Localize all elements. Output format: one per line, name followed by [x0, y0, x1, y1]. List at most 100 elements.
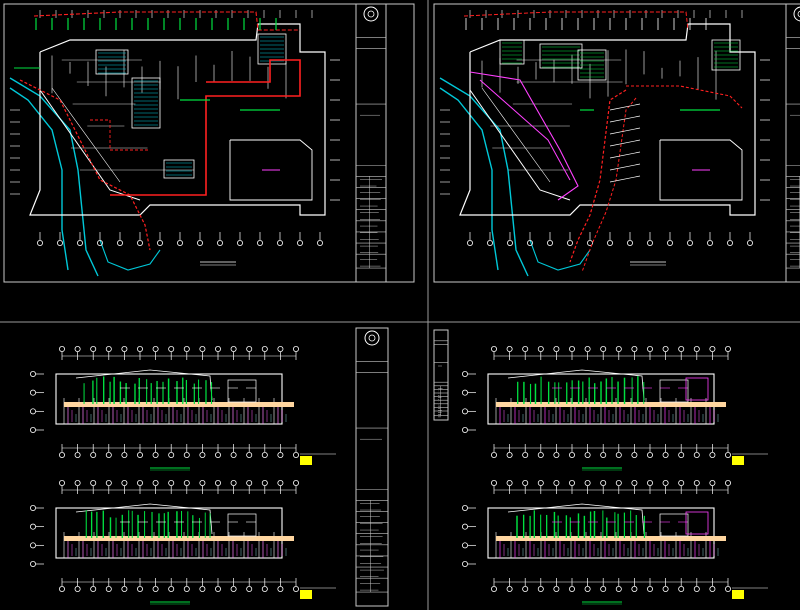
axis-bubble-icon — [631, 479, 638, 486]
axis-bubble-icon — [183, 479, 190, 486]
axis-bubble-icon — [615, 479, 622, 486]
axis-bubble-icon — [686, 239, 693, 246]
axis-bubble-icon — [152, 586, 159, 593]
axis-bubble-icon — [467, 239, 474, 246]
corridor — [496, 536, 726, 541]
axis-bubble-icon — [724, 451, 731, 458]
axis-bubble-icon — [584, 345, 591, 352]
axis-bubble-icon — [693, 451, 700, 458]
axis-bubble-icon — [296, 239, 303, 246]
room-block — [257, 33, 287, 65]
axis-bubble-icon — [461, 408, 468, 415]
axis-bubble-icon — [246, 345, 253, 352]
axis-bubble-icon — [276, 239, 283, 246]
title-block-logo-icon — [363, 6, 379, 22]
axis-bubble-icon — [230, 345, 237, 352]
axis-bubble-icon — [156, 239, 163, 246]
sheet-top-left — [3, 3, 415, 283]
axis-bubble-icon — [59, 451, 66, 458]
axis-bubble-icon — [214, 586, 221, 593]
axis-bubble-icon — [553, 451, 560, 458]
axis-bubble-icon — [600, 586, 607, 593]
axis-bubble-icon — [547, 239, 554, 246]
axis-bubble-icon — [568, 586, 575, 593]
axis-bubble-icon — [214, 451, 221, 458]
axis-bubble-icon — [461, 504, 468, 511]
axis-bubble-icon — [461, 542, 468, 549]
axis-bubble-icon — [90, 345, 97, 352]
axis-bubble-icon — [29, 523, 36, 530]
axis-bubble-icon — [626, 239, 633, 246]
axis-bubble-icon — [568, 479, 575, 486]
axis-bubble-icon — [726, 239, 733, 246]
axis-bubble-icon — [168, 586, 175, 593]
axis-bubble-icon — [553, 479, 560, 486]
axis-bubble-icon — [246, 586, 253, 593]
sheet-top-right — [433, 3, 800, 283]
axis-bubble-icon — [491, 479, 498, 486]
axis-bubble-icon — [29, 561, 36, 568]
axis-bubble-icon — [631, 451, 638, 458]
stair-core — [227, 379, 257, 403]
axis-bubble-icon — [746, 239, 753, 246]
axis-bubble-icon — [553, 345, 560, 352]
axis-bubble-icon — [709, 345, 716, 352]
axis-bubble-icon — [646, 451, 653, 458]
axis-bubble-icon — [246, 479, 253, 486]
stair-core — [659, 379, 689, 403]
axis-bubble-icon — [646, 345, 653, 352]
room-block — [131, 77, 161, 129]
axis-bubble-icon — [216, 239, 223, 246]
corridor — [64, 402, 294, 407]
axis-bubble-icon — [678, 586, 685, 593]
legend-note — [300, 456, 312, 465]
axis-bubble-icon — [724, 479, 731, 486]
axis-bubble-icon — [506, 586, 513, 593]
stair-core — [659, 513, 689, 537]
corridor — [496, 402, 726, 407]
axis-bubble-icon — [568, 345, 575, 352]
axis-bubble-icon — [507, 239, 514, 246]
axis-bubble-icon — [678, 345, 685, 352]
axis-bubble-icon — [553, 586, 560, 593]
axis-bubble-icon — [537, 479, 544, 486]
axis-bubble-icon — [522, 479, 529, 486]
axis-bubble-icon — [662, 451, 669, 458]
axis-bubble-icon — [256, 239, 263, 246]
axis-bubble-icon — [566, 239, 573, 246]
axis-bubble-icon — [666, 239, 673, 246]
axis-bubble-icon — [662, 479, 669, 486]
legend-note — [300, 590, 312, 599]
axis-bubble-icon — [199, 345, 206, 352]
axis-bubble-icon — [709, 479, 716, 486]
axis-bubble-icon — [152, 345, 159, 352]
axis-bubble-icon — [600, 451, 607, 458]
room-block — [95, 49, 129, 75]
stair-core — [227, 513, 257, 537]
axis-bubble-icon — [506, 345, 513, 352]
room-block — [577, 49, 607, 81]
axis-bubble-icon — [693, 586, 700, 593]
axis-bubble-icon — [709, 451, 716, 458]
axis-bubble-icon — [121, 586, 128, 593]
axis-bubble-icon — [74, 586, 81, 593]
axis-bubble-icon — [522, 586, 529, 593]
axis-bubble-icon — [214, 479, 221, 486]
axis-bubble-icon — [59, 586, 66, 593]
axis-bubble-icon — [37, 239, 44, 246]
axis-bubble-icon — [316, 239, 323, 246]
axis-bubble-icon — [29, 504, 36, 511]
legend-note — [732, 590, 744, 599]
room-block — [499, 39, 525, 65]
axis-bubble-icon — [29, 426, 36, 433]
axis-bubble-icon — [693, 479, 700, 486]
axis-bubble-icon — [105, 479, 112, 486]
axis-bubble-icon — [600, 345, 607, 352]
title-block — [785, 3, 800, 283]
title-block-logo-icon — [364, 330, 380, 346]
axis-bubble-icon — [568, 451, 575, 458]
axis-bubble-icon — [491, 345, 498, 352]
axis-bubble-icon — [292, 345, 299, 352]
